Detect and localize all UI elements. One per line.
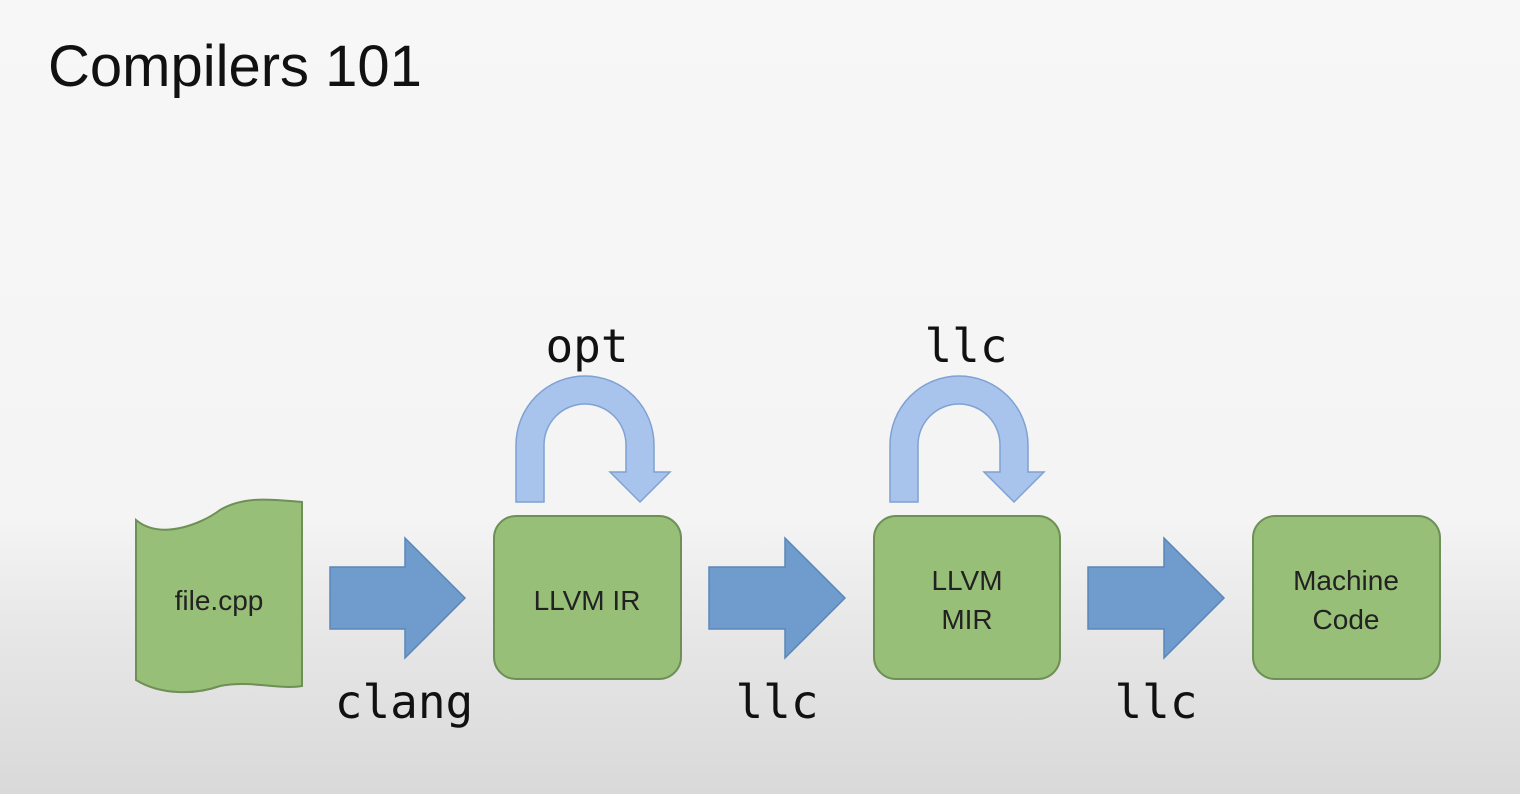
llvm-mir-node <box>873 515 1061 680</box>
opt-loop-arrow <box>515 375 672 504</box>
mir-loop-label: llc <box>924 319 1007 373</box>
ir-to-mir-arrow <box>708 536 847 660</box>
machine-code-label-line2: Code <box>1313 604 1380 635</box>
llvm-ir-node <box>493 515 682 680</box>
source-file-label: file.cpp <box>175 585 264 616</box>
llvm-mir-label-line2: MIR <box>941 604 992 635</box>
llvm-ir-label: LLVM IR <box>534 585 641 616</box>
llc-loop-arrow <box>889 375 1046 504</box>
opt-label: opt <box>545 319 628 373</box>
clang-arrow <box>329 536 467 660</box>
mir-to-machine-label: llc <box>1114 675 1197 729</box>
clang-label: clang <box>335 675 473 729</box>
slide-title: Compilers 101 <box>48 34 422 99</box>
machine-code-node <box>1252 515 1441 680</box>
ir-to-mir-label: llc <box>735 675 818 729</box>
source-file-shape <box>135 498 303 694</box>
llvm-mir-label-line1: LLVM <box>931 565 1002 596</box>
machine-code-label-line1: Machine <box>1293 565 1399 596</box>
mir-to-machine-arrow <box>1087 536 1226 660</box>
